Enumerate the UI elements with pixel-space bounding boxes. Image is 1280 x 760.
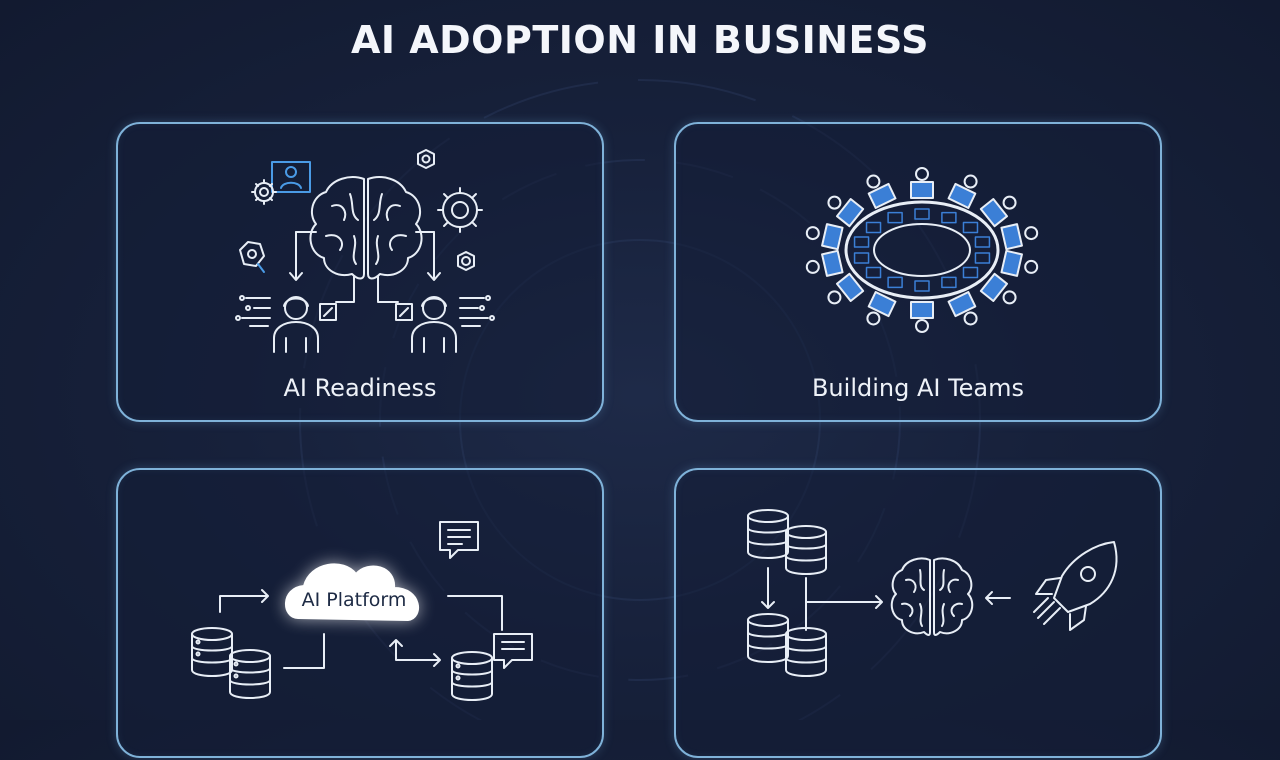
team-member-head (915, 167, 929, 181)
team-member-head (1002, 195, 1017, 210)
page-title: AI ADOPTION IN BUSINESS (350, 18, 930, 62)
table-screen (865, 221, 882, 234)
databases-brain-rocket-icon (747, 509, 1118, 677)
table-screen (962, 266, 979, 279)
team-member-head (866, 174, 881, 189)
platform-label: AI Platform (302, 589, 407, 611)
card-ai-platform[interactable]: AI Platform (116, 468, 604, 758)
team-laptop-screen (910, 301, 934, 319)
team-member-head (1024, 259, 1039, 274)
team-member-head (866, 311, 881, 326)
team-member-head (827, 290, 842, 305)
table-screen (962, 221, 979, 234)
database-icon (785, 627, 827, 677)
table-screen (941, 211, 957, 224)
cloud-platform-databases-icon: AI Platform (191, 521, 533, 701)
team-laptop-screen (867, 291, 897, 318)
team-laptop-screen (947, 291, 977, 318)
team-member-head (963, 311, 978, 326)
card-data-brain-rocket[interactable] (674, 468, 1162, 758)
round-table-team-icon (805, 167, 1039, 333)
team-laptop-screen (867, 182, 897, 209)
table-screen (865, 266, 882, 279)
team-member-head (1024, 226, 1039, 241)
table-screen (853, 252, 870, 264)
team-member-head (827, 195, 842, 210)
table-screen (914, 280, 930, 292)
team-laptop-screen (821, 223, 844, 251)
team-laptop-screen (835, 198, 865, 228)
team-laptop-screen (835, 272, 865, 302)
team-member-head (805, 226, 820, 241)
table-screen (974, 252, 991, 264)
team-laptop-screen (1000, 223, 1023, 251)
brain-people-gears-icon (235, 149, 495, 353)
table-screen (887, 211, 903, 224)
team-laptop-screen (821, 249, 844, 277)
database-icon (785, 525, 827, 575)
team-laptop-screen (910, 181, 934, 199)
team-laptop-screen (979, 198, 1009, 228)
team-laptop-screen (979, 272, 1009, 302)
card-label: Building AI Teams (811, 374, 1025, 402)
database-icon (747, 613, 789, 663)
table-screen (941, 276, 957, 289)
card-ai-readiness[interactable]: AI Readiness (116, 122, 604, 422)
table-screen (853, 236, 870, 248)
team-member-head (915, 319, 929, 333)
table-screen (914, 208, 930, 220)
team-laptop-screen (947, 182, 977, 209)
card-label: AI Readiness (283, 374, 437, 402)
table-screen (887, 276, 903, 289)
team-laptop-screen (1000, 249, 1023, 277)
team-member-head (963, 174, 978, 189)
card-building-ai-teams[interactable]: Building AI Teams (674, 122, 1162, 422)
table-screen (974, 236, 991, 248)
database-icon (747, 509, 789, 559)
team-member-head (805, 259, 820, 274)
team-member-head (1002, 290, 1017, 305)
